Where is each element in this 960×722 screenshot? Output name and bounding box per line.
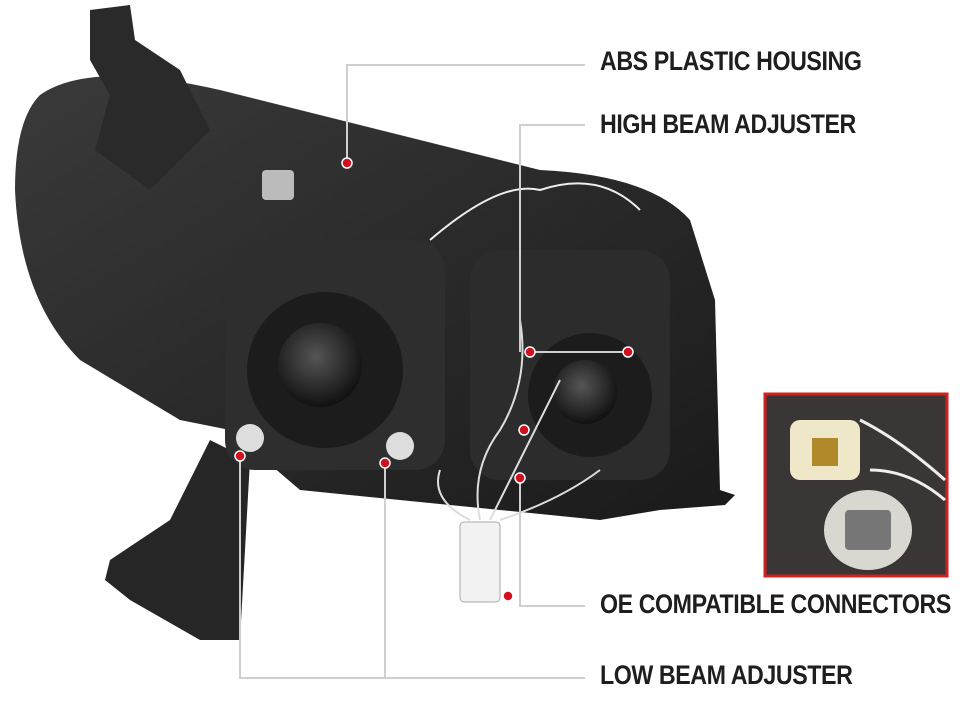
- callout-low-beam-adjuster: LOW BEAM ADJUSTER: [600, 660, 853, 690]
- marker-high-beam-1: [524, 346, 536, 358]
- connector-inset: [763, 392, 949, 578]
- callout-oe-compatible-connectors: OE COMPATIBLE CONNECTORS: [600, 589, 951, 619]
- marker-connector-2: [514, 472, 526, 484]
- marker-connector-3: [502, 590, 514, 602]
- marker-low-beam-2: [379, 457, 391, 469]
- leader-lines: [239, 64, 628, 679]
- callout-high-beam-adjuster: HIGH BEAM ADJUSTER: [600, 109, 856, 139]
- bulb-connector: [262, 170, 294, 200]
- mounting-bracket-bottom: [105, 440, 250, 640]
- marker-high-beam-2: [622, 346, 634, 358]
- wire-connector: [459, 521, 501, 603]
- marker-housing: [341, 157, 353, 169]
- marker-connector-1: [518, 424, 530, 436]
- mounting-bracket-top: [90, 5, 210, 190]
- callout-markers: [234, 157, 634, 602]
- marker-low-beam-1: [234, 450, 246, 462]
- callout-abs-plastic-housing: ABS PLASTIC HOUSING: [600, 46, 862, 76]
